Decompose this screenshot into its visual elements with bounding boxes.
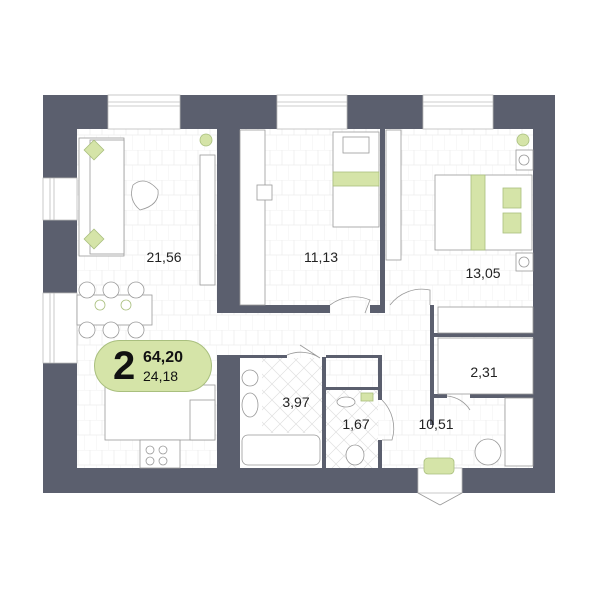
room-area-bathroom: 3,97: [282, 394, 310, 410]
desk: [239, 129, 266, 306]
room-count: 2: [113, 344, 136, 388]
room-area-bedroom-small: 11,13: [304, 249, 338, 265]
doors: [286, 288, 471, 506]
green-accents: [83, 133, 530, 475]
room-area-wardrobe: 2,31: [470, 364, 498, 380]
sink: [241, 392, 259, 418]
wardrobe-b2: [385, 129, 402, 261]
bathtub: [241, 434, 321, 466]
room-area-living: 21,56: [146, 249, 182, 265]
coffee-table: [131, 180, 159, 211]
round-table: [474, 438, 502, 466]
tv-cabinet: [199, 154, 216, 286]
dining-table: [76, 294, 153, 326]
windows: [42, 94, 494, 494]
washing-machine: [241, 369, 259, 387]
living-area: 24,18: [143, 368, 179, 384]
room-area-hallway: 10,51: [418, 416, 454, 432]
room-area-bedroom-large: 13,05: [465, 265, 501, 281]
interior-walls: [217, 129, 533, 468]
room-area-toilet: 1,67: [342, 416, 370, 432]
apartment-summary-badge: 2 64,20 24,18: [94, 340, 212, 392]
total-area: 64,20: [143, 349, 184, 366]
toilet-bowl: [345, 444, 365, 466]
